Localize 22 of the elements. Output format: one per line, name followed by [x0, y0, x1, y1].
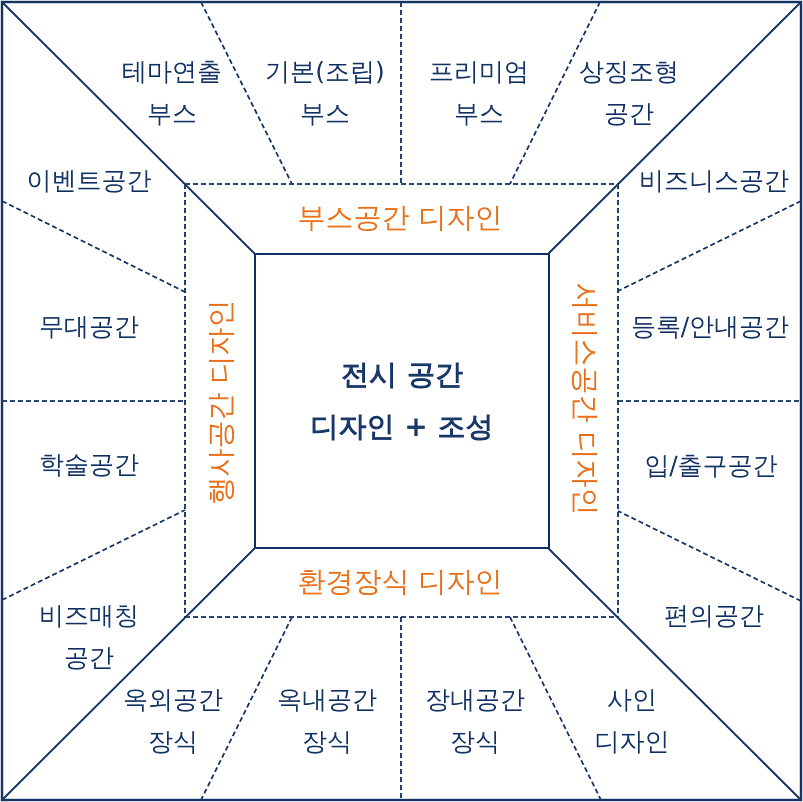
zone-label: 무대공간: [39, 312, 139, 342]
zone-label: 상징조형 공간: [577, 51, 681, 135]
zone-label: 입/출구공간: [644, 451, 778, 481]
core-box: [254, 253, 550, 549]
zone-label: 사인 디자인: [592, 679, 672, 763]
zone-label: 테마연출 부스: [120, 51, 224, 135]
zone-label: 비즈매칭 공간: [35, 595, 143, 679]
category-label: 환경장식 디자인: [298, 566, 502, 598]
zone-label: 옥내공간 장식: [275, 679, 379, 763]
zone-label: 옥외공간 장식: [121, 679, 225, 763]
zone-label: 이벤트공간: [26, 166, 152, 196]
category-label: 부스공간 디자인: [298, 202, 502, 234]
zone-label: 비즈니스공간: [639, 166, 789, 196]
category-label: 서비스공간 디자인: [569, 282, 601, 516]
core-title: 전시 공간 디자인 + 조성: [310, 357, 494, 445]
zone-label: 장내공간 장식: [423, 679, 527, 763]
zone-label: 프리미엄 부스: [427, 51, 531, 135]
category-label: 행사공간 디자인: [205, 300, 237, 504]
zone-label: 편의공간: [664, 601, 764, 631]
zone-label: 학술공간: [39, 450, 139, 480]
zone-label: 기본(조립) 부스: [263, 51, 387, 135]
zone-label: 등록/안내공간: [630, 312, 790, 342]
